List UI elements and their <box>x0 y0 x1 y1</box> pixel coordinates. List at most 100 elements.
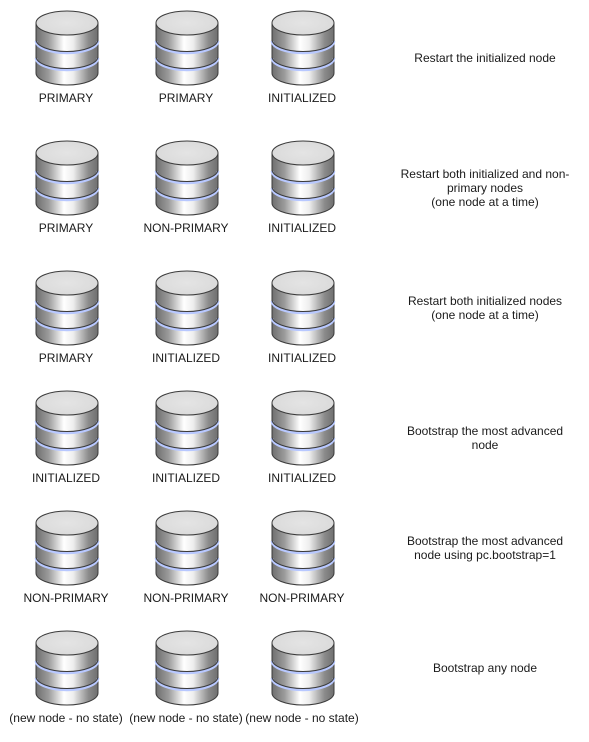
cylinder-band-highlight <box>34 57 100 72</box>
database-cylinder-icon <box>34 10 100 86</box>
node-state-label: INITIALIZED <box>31 471 100 485</box>
cylinder-band-line <box>155 169 219 182</box>
database-cylinder-icon <box>34 510 100 586</box>
cylinder-band-highlight <box>270 40 336 55</box>
database-cylinder-icon <box>34 630 100 706</box>
cylinder-band-highlight <box>154 300 220 315</box>
cylinder-band-line <box>271 556 335 569</box>
cylinder-band-line <box>271 56 335 69</box>
cluster-node: INITIALIZED <box>240 138 364 238</box>
cylinder-band-highlight <box>270 420 336 435</box>
database-cylinder-icon <box>270 270 336 346</box>
cylinder-band-line <box>35 316 99 329</box>
cylinder-band-highlight <box>270 677 336 692</box>
cylinder-band-line <box>35 169 99 182</box>
database-cylinder-icon <box>34 140 100 216</box>
cluster-node: INITIALIZED <box>124 268 248 368</box>
scenario-row: PRIMARY NON-PRIMARY INITIALIZED <box>0 138 589 238</box>
node-state-label: INITIALIZED <box>267 221 336 235</box>
node-state-label: PRIMARY <box>38 91 94 105</box>
cylinder-top <box>35 510 99 536</box>
cylinder-top <box>35 140 99 166</box>
cylinder-top <box>155 510 219 536</box>
cylinder-band-highlight <box>154 57 220 72</box>
cylinder-band-line <box>271 539 335 552</box>
cylinder-band-highlight <box>270 557 336 572</box>
cluster-node: (new node - no state) <box>124 628 248 728</box>
cylinder-band-highlight <box>154 437 220 452</box>
cylinder-band-line <box>35 659 99 672</box>
cylinder-top <box>155 630 219 656</box>
cylinder-band-line <box>35 539 99 552</box>
node-state-label: NON-PRIMARY <box>143 221 229 235</box>
cylinder-band-highlight <box>154 187 220 202</box>
cylinder-band-line <box>271 436 335 449</box>
cylinder-band-line <box>155 56 219 69</box>
cylinder-band-line <box>35 419 99 432</box>
recovery-action-line: primary nodes <box>446 181 524 195</box>
cylinder-band-line <box>35 556 99 569</box>
cylinder-band-line <box>271 169 335 182</box>
database-cylinder-icon <box>154 10 220 86</box>
cylinder-band-highlight <box>154 660 220 675</box>
cylinder-band-line <box>271 39 335 52</box>
recovery-action-line: Restart both initialized nodes <box>407 294 563 308</box>
cylinder-band-line <box>35 186 99 199</box>
cluster-node: INITIALIZED <box>240 268 364 368</box>
database-cylinder-icon <box>34 270 100 346</box>
cluster-node: (new node - no state) <box>240 628 364 728</box>
cylinder-band-highlight <box>154 420 220 435</box>
node-state-label: NON-PRIMARY <box>23 591 109 605</box>
database-cylinder-icon <box>34 390 100 466</box>
cluster-node: INITIALIZED <box>240 8 364 108</box>
cylinder-top <box>271 10 335 36</box>
cylinder-top <box>271 630 335 656</box>
scenario-row: (new node - no state)(new node - no stat… <box>0 628 589 728</box>
cylinder-band-line <box>35 436 99 449</box>
cylinder-top <box>271 390 335 416</box>
cylinder-top <box>35 270 99 296</box>
cylinder-top <box>271 510 335 536</box>
database-cylinder-icon <box>154 630 220 706</box>
cylinder-band-highlight <box>270 660 336 675</box>
cylinder-top <box>271 140 335 166</box>
cluster-node: INITIALIZED <box>240 388 364 488</box>
database-cylinder-icon <box>270 140 336 216</box>
cylinder-band-highlight <box>154 170 220 185</box>
cylinder-band-line <box>155 556 219 569</box>
cylinder-band-line <box>155 316 219 329</box>
cylinder-band-highlight <box>34 420 100 435</box>
node-state-label: NON-PRIMARY <box>259 591 345 605</box>
cluster-node: NON-PRIMARY <box>124 508 248 608</box>
cylinder-band-highlight <box>154 40 220 55</box>
cylinder-top <box>155 140 219 166</box>
cylinder-band-line <box>155 419 219 432</box>
database-cylinder-icon <box>270 390 336 466</box>
cylinder-band-highlight <box>270 540 336 555</box>
recovery-action-line: Restart both initialized and non- <box>400 167 570 181</box>
database-cylinder-icon <box>270 630 336 706</box>
cluster-node: INITIALIZED <box>124 388 248 488</box>
recovery-action-line: node <box>471 438 499 452</box>
database-cylinder-icon <box>154 390 220 466</box>
cylinder-band-line <box>35 56 99 69</box>
cylinder-band-highlight <box>34 40 100 55</box>
cylinder-band-line <box>35 299 99 312</box>
cylinder-top <box>155 270 219 296</box>
recovery-action-line: Bootstrap any node <box>432 661 538 675</box>
recovery-action-text: Bootstrap any node <box>390 661 580 675</box>
cylinder-band-highlight <box>34 437 100 452</box>
cylinder-band-highlight <box>270 170 336 185</box>
cluster-node: PRIMARY <box>124 8 248 108</box>
recovery-action-line: (one node at a time) <box>431 308 539 322</box>
node-state-label: PRIMARY <box>38 221 94 235</box>
cylinder-band-highlight <box>34 317 100 332</box>
cylinder-band-line <box>155 659 219 672</box>
cylinder-band-line <box>271 659 335 672</box>
cluster-node: (new node - no state) <box>4 628 128 728</box>
cylinder-band-highlight <box>34 677 100 692</box>
cylinder-band-highlight <box>270 317 336 332</box>
